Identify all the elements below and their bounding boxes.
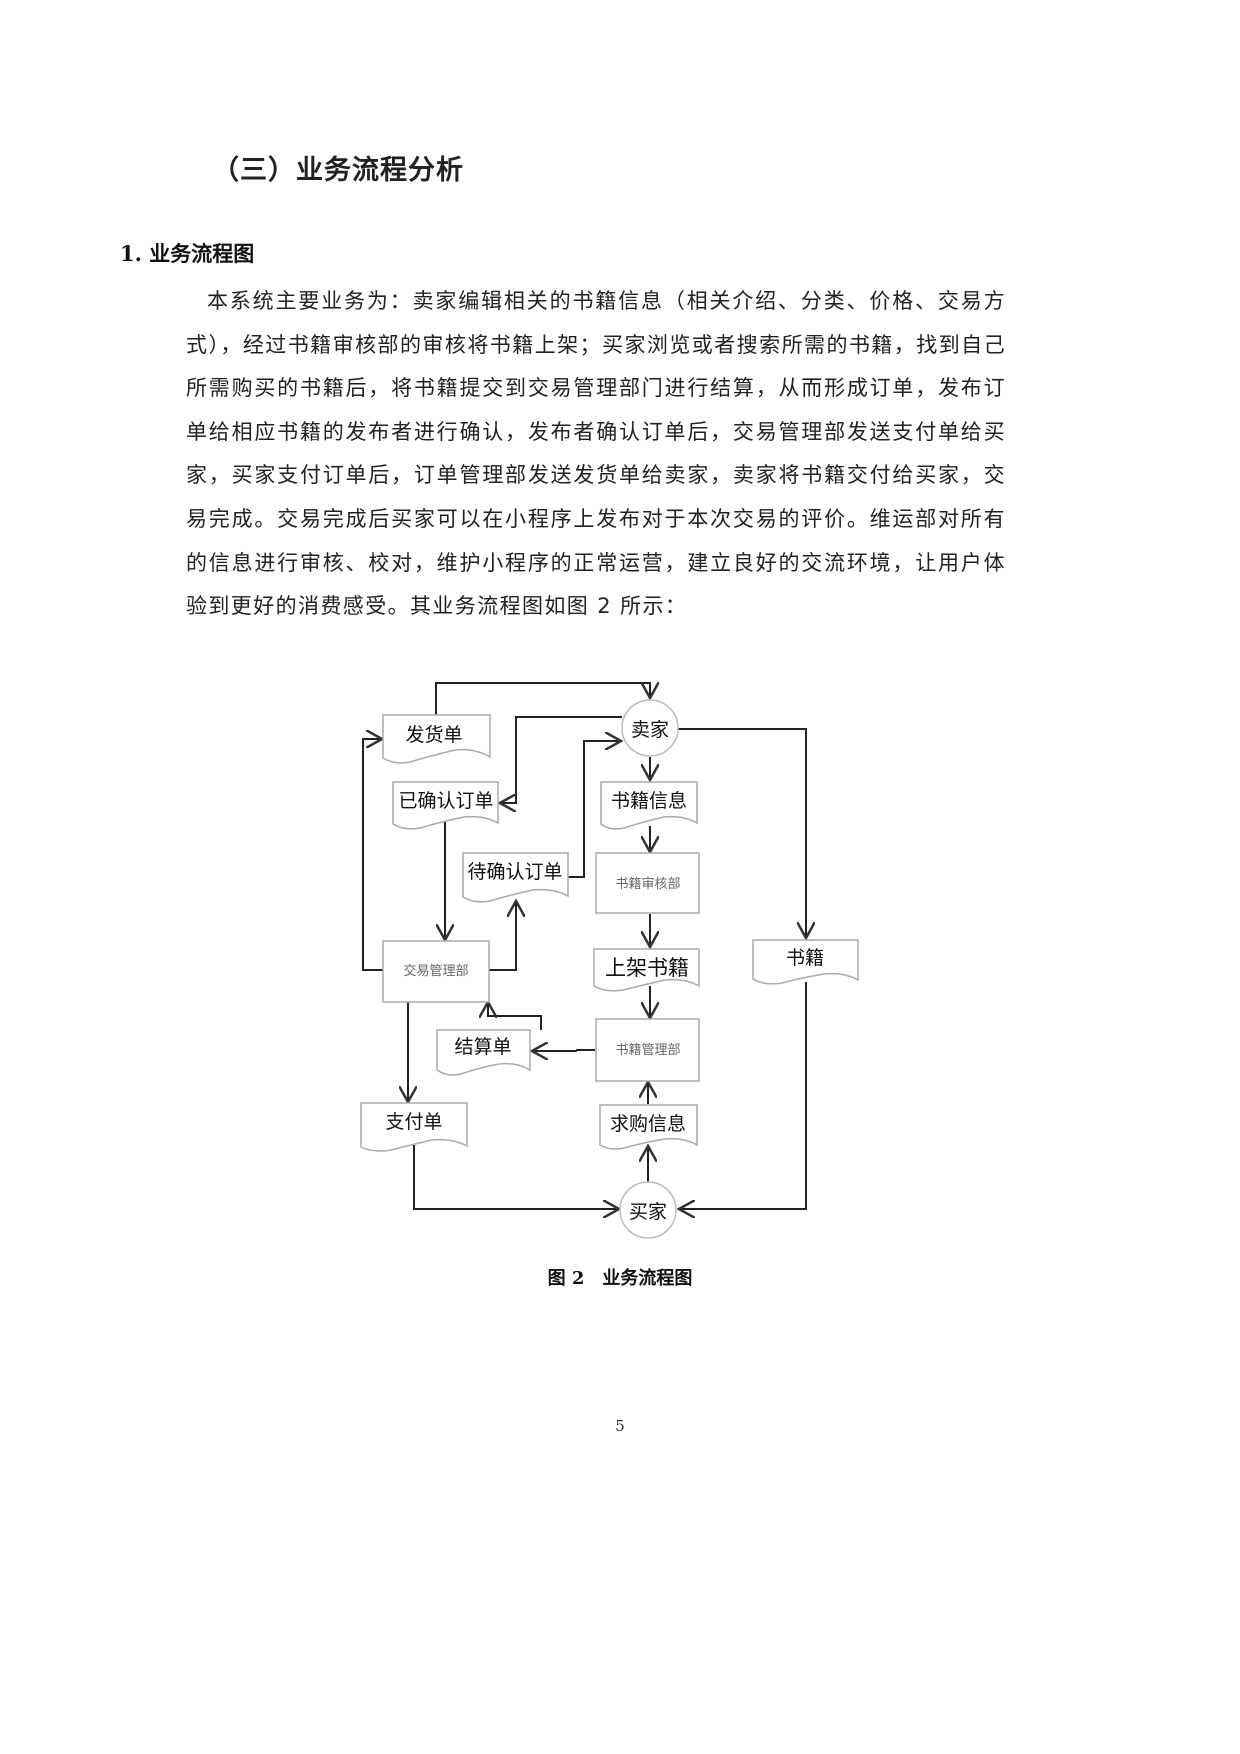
svg-text:交易管理部: 交易管理部 [403, 963, 468, 979]
doc-settlement: 结算单 [436, 1029, 531, 1076]
figure-caption: 图 2 业务流程图 [547, 1268, 693, 1289]
svg-text:发货单: 发货单 [405, 724, 462, 746]
doc-shipping-order: 发货单 [382, 714, 491, 764]
edge-settlement-to-trade [488, 1002, 542, 1030]
doc-books: 书籍 [752, 939, 859, 985]
svg-text:待确认订单: 待确认订单 [467, 861, 562, 883]
doc-pending-order: 待确认订单 [462, 852, 569, 903]
page-number: 5 [615, 1417, 625, 1435]
doc-book-info: 书籍信息 [600, 781, 698, 830]
svg-text:书籍信息: 书籍信息 [611, 790, 687, 812]
section-title: （三）业务流程分析 [212, 155, 464, 186]
edge-books-to-buyer [679, 982, 807, 1209]
doc-listed-books: 上架书籍 [593, 948, 700, 992]
svg-text:上架书籍: 上架书籍 [605, 956, 689, 980]
process-trade-mgmt: 交易管理部 [382, 940, 490, 1003]
doc-confirmed-order: 已确认订单 [392, 781, 499, 830]
process-book-mgmt: 书籍管理部 [595, 1018, 700, 1082]
svg-text:支付单: 支付单 [385, 1111, 442, 1133]
edge-seller-to-books [678, 728, 806, 938]
svg-text:已确认订单: 已确认订单 [398, 790, 493, 812]
edge-shipping-to-seller [435, 683, 650, 715]
svg-text:书籍审核部: 书籍审核部 [615, 876, 680, 892]
connectors [362, 683, 807, 1209]
doc-payment: 支付单 [360, 1102, 468, 1152]
seller-label: 卖家 [631, 719, 669, 741]
svg-text:书籍管理部: 书籍管理部 [615, 1042, 680, 1058]
process-book-review: 书籍审核部 [595, 852, 700, 914]
edge-bookmgmt-to-settlement [532, 1050, 595, 1051]
svg-text:结算单: 结算单 [454, 1036, 511, 1058]
edge-seller-to-confirmed [500, 716, 622, 803]
edge-trade-to-shipping [362, 739, 383, 971]
body-paragraph: 本系统主要业务为：卖家编辑相关的书籍信息（相关介绍、分类、价格、交易方式），经过… [186, 289, 1006, 619]
edge-trade-to-pending [489, 901, 516, 971]
entity-buyer: 买家 [619, 1181, 677, 1239]
subsection-title: 1. 业务流程图 [120, 241, 255, 266]
edge-pending-to-seller [568, 741, 621, 878]
buyer-label: 买家 [629, 1201, 667, 1223]
doc-purchase-request: 求购信息 [599, 1104, 698, 1150]
entity-seller: 卖家 [621, 699, 679, 757]
svg-text:求购信息: 求购信息 [610, 1113, 686, 1135]
svg-text:书籍: 书籍 [786, 947, 824, 969]
edge-payment-to-buyer [413, 1145, 619, 1209]
